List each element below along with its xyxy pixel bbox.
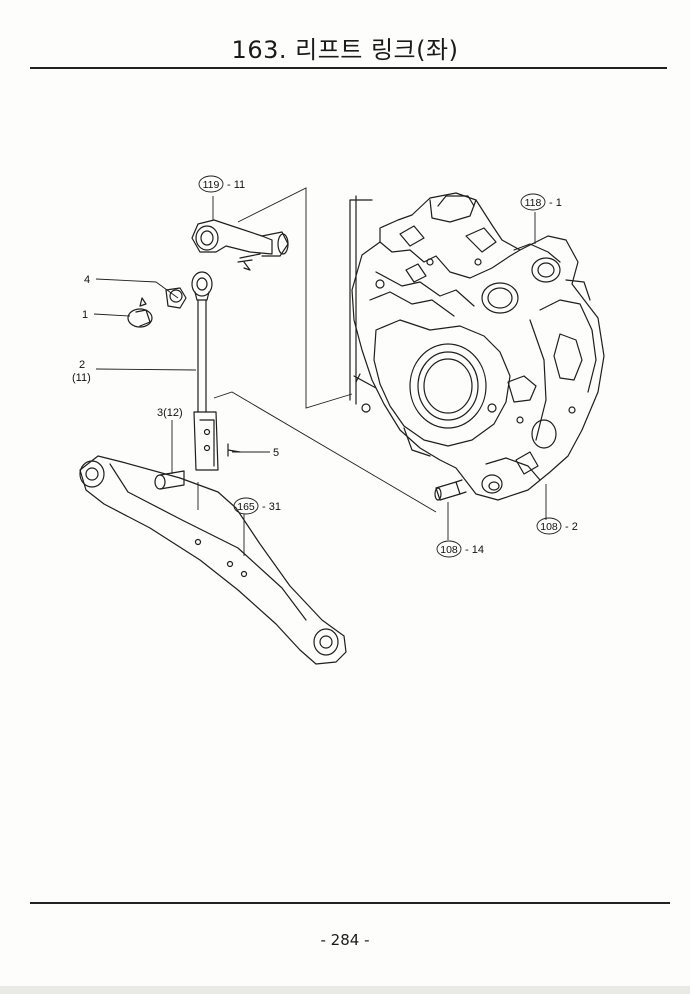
callout-118-suffix: - 1	[549, 197, 562, 209]
callout-165-suffix: - 31	[262, 501, 281, 513]
part-label-1: 1	[82, 309, 88, 321]
callout-165-31: 165 - 31	[233, 497, 281, 515]
lift-rod-2	[191, 271, 219, 471]
scan-edge	[0, 986, 690, 994]
transmission-housing	[349, 192, 605, 501]
callout-108b-ref: 108	[440, 544, 458, 556]
page-title: 163. 리프트 링크(좌)	[231, 36, 459, 64]
part-label-2-alt: (11)	[72, 372, 91, 384]
part-label-4: 4	[84, 274, 90, 286]
lower-link-165-31	[79, 455, 347, 665]
callout-108b-suffix: - 14	[465, 544, 484, 556]
header-rule	[30, 67, 667, 69]
clip-part-4	[165, 287, 187, 309]
callout-119-11: 119 - 11	[198, 175, 245, 193]
lift-arm-119-11	[191, 219, 289, 271]
callout-108a-ref: 108	[540, 521, 558, 533]
part-label-5: 5	[273, 447, 279, 459]
leader-lines	[93, 187, 547, 556]
callout-119-suffix: - 11	[227, 179, 245, 191]
callout-108-2: 108 - 2	[536, 517, 578, 535]
callout-118-1: 118 - 1	[520, 193, 562, 211]
pin-part-3	[154, 470, 185, 490]
callout-119-ref: 119	[203, 179, 220, 191]
part-label-3: 3(12)	[157, 407, 183, 419]
part-label-2: 2	[79, 359, 85, 371]
page-number: - 284 -	[320, 931, 370, 949]
pin-108-14	[434, 479, 467, 501]
pin-part-5	[227, 443, 241, 457]
footer-rule	[30, 902, 670, 904]
callout-165-ref: 165	[237, 501, 255, 513]
pin-part-1	[127, 297, 153, 328]
callout-108a-suffix: - 2	[565, 521, 578, 533]
callout-108-14: 108 - 14	[436, 540, 484, 558]
callout-118-ref: 118	[525, 197, 542, 209]
